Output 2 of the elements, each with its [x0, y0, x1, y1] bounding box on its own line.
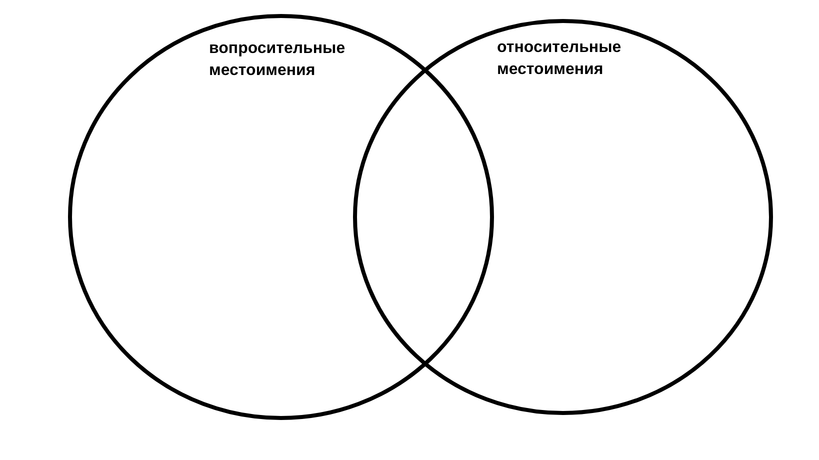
set-label: вопросительные местоимения: [209, 39, 346, 81]
set-label: относительные местоимения: [497, 38, 622, 80]
